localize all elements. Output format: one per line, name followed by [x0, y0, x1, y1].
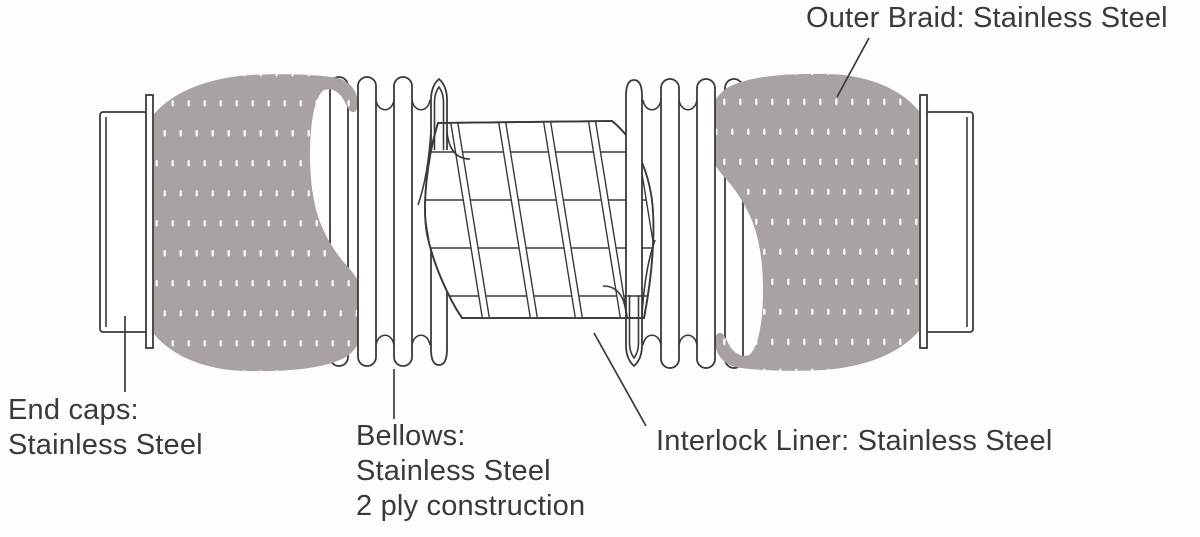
outer-braid-label: Outer Braid: Stainless Steel	[806, 1, 1168, 36]
end-caps-label-line1: End caps:	[8, 394, 139, 426]
leader-lines	[124, 37, 870, 427]
end-cap-right	[919, 94, 974, 349]
interlock-liner-label: Interlock Liner: Stainless Steel	[656, 424, 1052, 459]
end-cap-left	[99, 94, 154, 349]
end-caps-label-line2: Stainless Steel	[8, 429, 203, 461]
outer-braid-label-text: Outer Braid: Stainless Steel	[806, 2, 1168, 34]
leader-interlock-liner	[593, 332, 647, 427]
bellows-label-line2: Stainless Steel	[356, 455, 551, 487]
bellows-label-line1: Bellows:	[356, 420, 466, 452]
bellows-label: Bellows: Stainless Steel 2 ply construct…	[356, 419, 585, 524]
interlock-liner-label-text: Interlock Liner: Stainless Steel	[656, 425, 1053, 457]
leader-outer-braid	[836, 37, 870, 98]
bellows-label-line3: 2 ply construction	[356, 490, 586, 522]
end-caps-label: End caps: Stainless Steel	[8, 393, 203, 463]
